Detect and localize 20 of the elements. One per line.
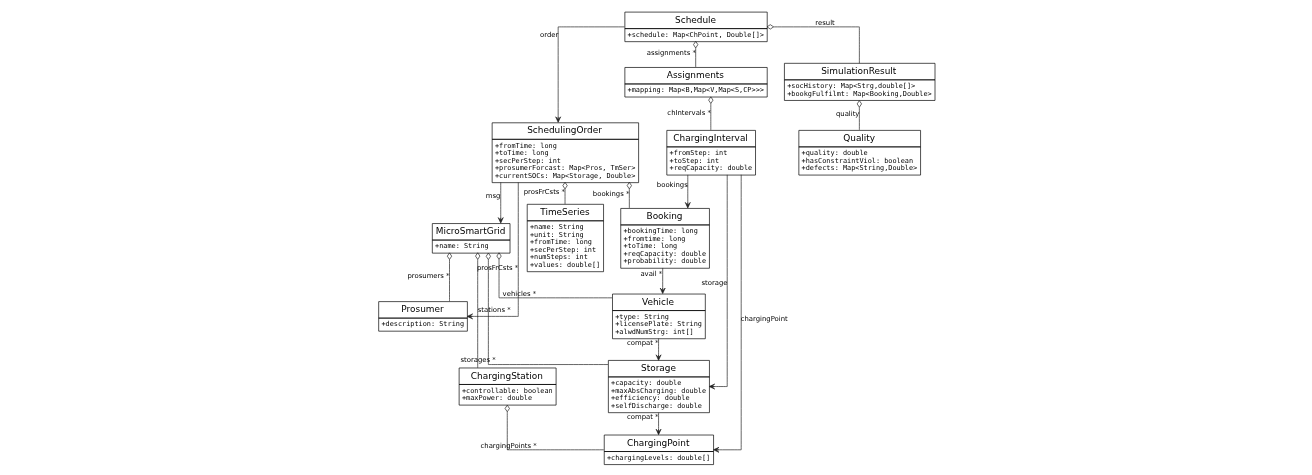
connector — [766, 23, 860, 64]
connector — [474, 251, 480, 368]
connector — [446, 252, 452, 302]
arrow — [655, 411, 661, 435]
connector — [707, 96, 713, 130]
arrow — [554, 26, 625, 123]
arrow — [708, 174, 728, 389]
arrow — [684, 174, 691, 208]
arrow — [466, 181, 519, 319]
connector — [692, 40, 698, 67]
arrow — [655, 337, 661, 361]
connector — [485, 252, 608, 365]
connector — [856, 99, 862, 130]
arrow — [712, 173, 742, 453]
connector — [626, 181, 632, 208]
connector — [562, 181, 568, 204]
arrow — [659, 267, 665, 294]
arrow — [497, 181, 504, 223]
connector — [495, 251, 612, 298]
connector — [504, 404, 604, 450]
